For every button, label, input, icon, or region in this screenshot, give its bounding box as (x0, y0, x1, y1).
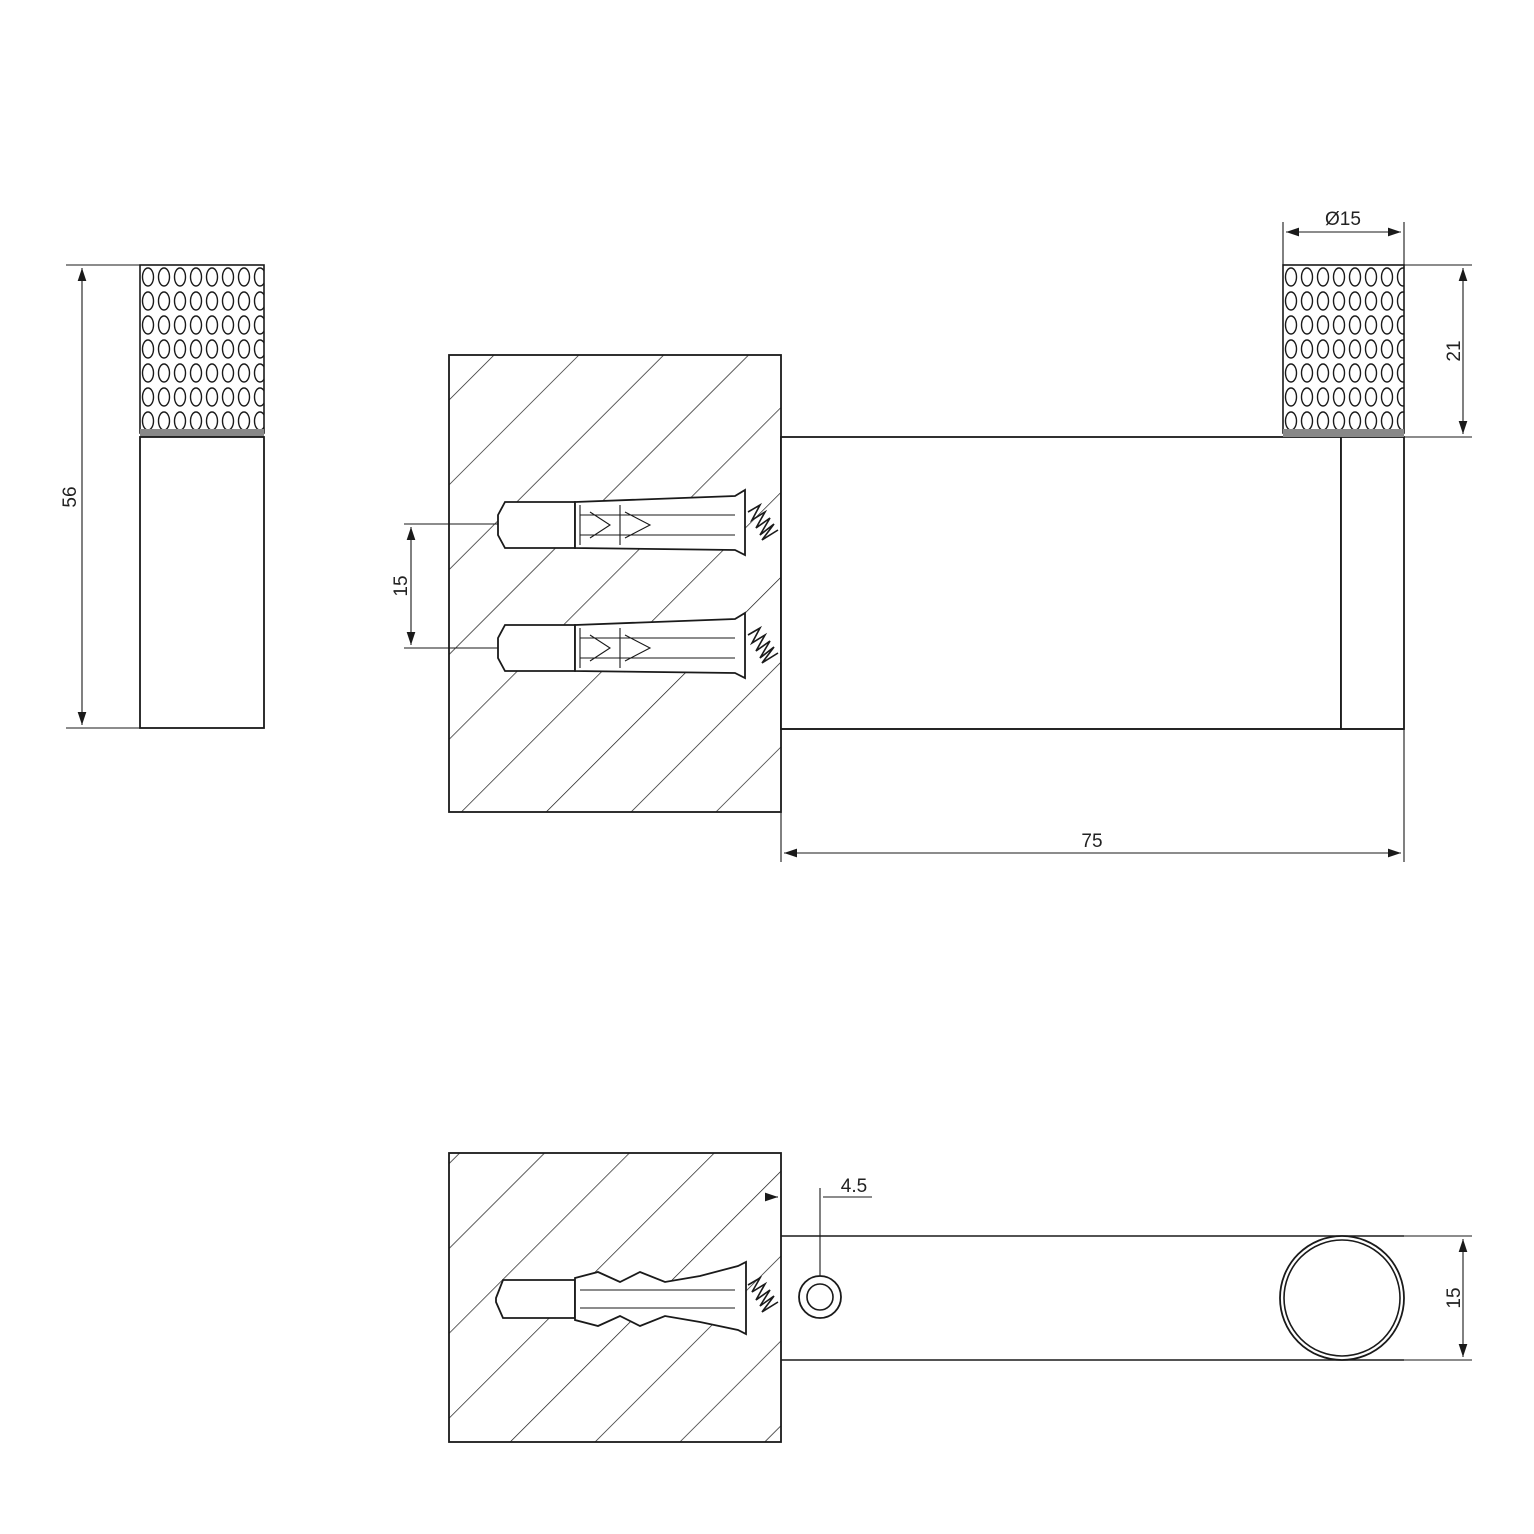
front-knurl-cap (1282, 264, 1405, 434)
side-knurl-band (140, 429, 264, 437)
wall-section-top (448, 354, 782, 813)
wall-anchor-top-view (495, 1260, 779, 1336)
dim-screw-offset-label: 4.5 (841, 1176, 867, 1197)
hook-end-circle (1279, 1235, 1405, 1361)
side-knurl-cap (139, 264, 265, 434)
top-view: 4.5 15 (448, 1152, 1472, 1443)
dim-screw-spacing-label: 15 (391, 575, 412, 596)
dim-knurl-height-label: 21 (1444, 340, 1465, 361)
dim-bar-width-label: 15 (1444, 1287, 1465, 1308)
dim-projection-label: 75 (1081, 831, 1102, 852)
wall-anchor-upper (497, 488, 779, 557)
side-body (139, 436, 265, 729)
hook-arm (780, 436, 1342, 730)
screw-head (798, 1275, 842, 1319)
wall-anchor-lower (497, 611, 779, 680)
side-view: 56 (60, 264, 265, 729)
hook-post (1340, 436, 1405, 730)
front-view: 15 Ø15 21 75 (391, 209, 1472, 862)
dim-height-label: 56 (60, 486, 81, 507)
dim-diameter-label: Ø15 (1325, 209, 1361, 230)
